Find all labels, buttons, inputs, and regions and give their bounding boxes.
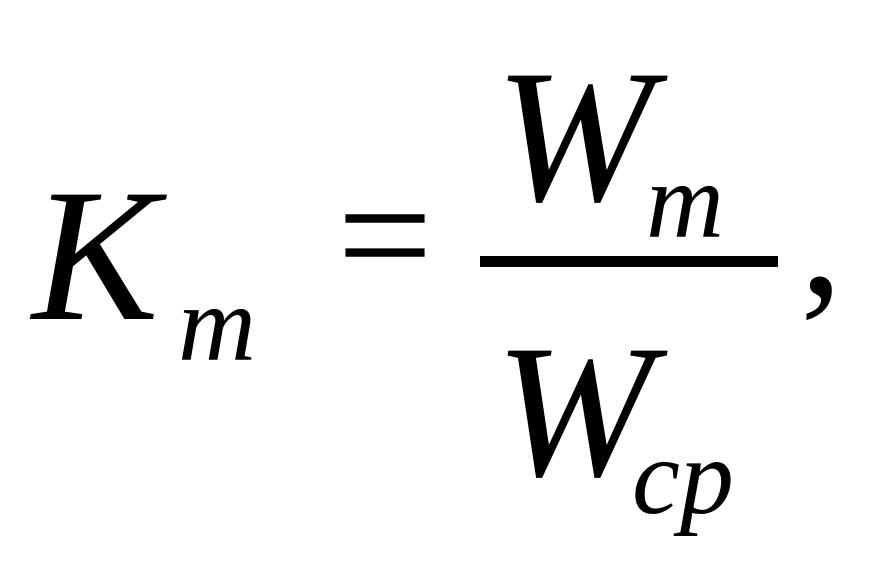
numerator-subscript-m: m [646, 142, 724, 261]
trailing-comma: , [800, 143, 843, 331]
numerator-variable-w: W [495, 32, 654, 242]
lhs-variable-k: K [32, 151, 159, 361]
equals-sign: = [337, 141, 433, 329]
denominator-variable-w: W [495, 307, 654, 517]
fraction-bar [480, 256, 778, 267]
denominator-subscript-cp: cp [632, 418, 734, 537]
lhs-subscript-m: m [178, 265, 256, 384]
